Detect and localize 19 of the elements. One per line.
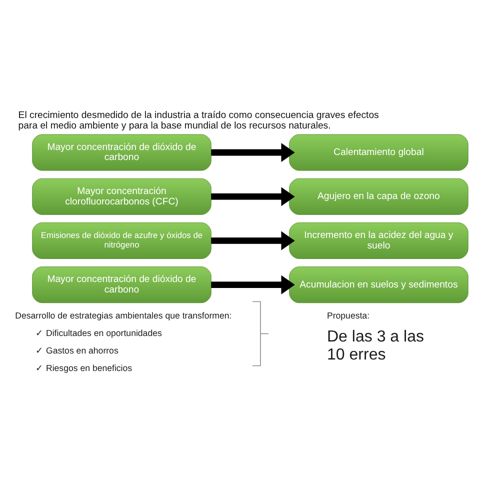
arrow	[211, 274, 295, 294]
label: De las 3 a las 10 erres	[326, 327, 424, 363]
arrow	[211, 230, 295, 250]
label: ✓ Dificultades en oportunidades	[36, 327, 162, 338]
arrow	[211, 142, 295, 162]
arrow	[211, 186, 295, 206]
node-box: Incremento en la acidez del agua y suelo	[289, 222, 468, 258]
node-box: Calentamiento global	[289, 134, 468, 170]
label: ✓ Gastos en ahorros	[36, 345, 118, 356]
label: Propuesta:	[326, 310, 370, 320]
node-box: Mayor concentración de dióxido de carbono	[32, 266, 212, 303]
node-box: Agujero en la capa de ozono	[289, 178, 468, 214]
label: ✓ Riesgos en beneficios	[36, 362, 132, 373]
diagram-title: El crecimiento desmedido de la industria a traído como consecuencia graves efectos para el medio ambiente y para la base mundial de los recursos naturales.	[18, 110, 379, 132]
node-box: Emisiones de dióxido de azufre y óxidos de nitrógeno	[32, 222, 212, 258]
node-box: Mayor concentración clorofluorocarbonos (CFC)	[32, 178, 212, 214]
node-box: Mayor concentración de dióxido de carbono	[32, 134, 212, 170]
label: Desarrollo de estrategias ambientales que transformen:	[15, 310, 232, 320]
node-box: Acumulacion en suelos y sedimentos	[289, 266, 468, 303]
